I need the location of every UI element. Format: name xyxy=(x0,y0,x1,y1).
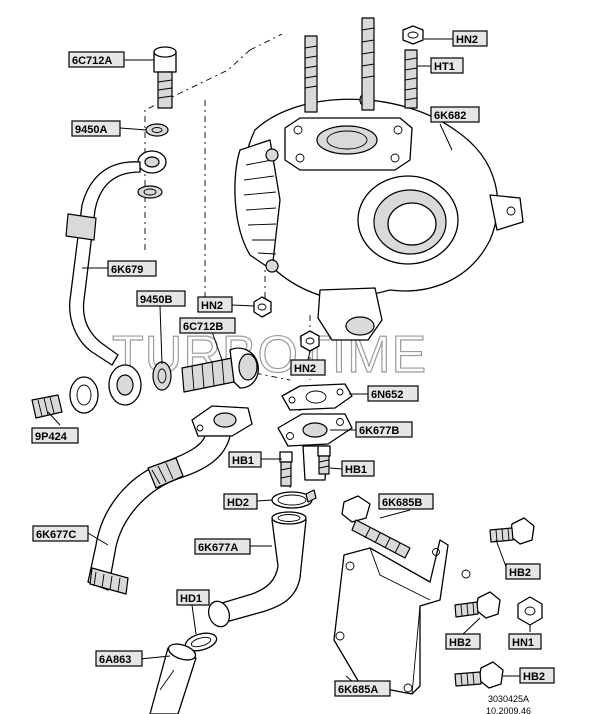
callout-hn2-left: HN2 xyxy=(197,296,233,313)
bracket-6k685a xyxy=(333,539,471,695)
callout-6k685b: 6K685B xyxy=(378,493,434,510)
svg-text:6K677C: 6K677C xyxy=(36,529,76,541)
hose-6k677c xyxy=(87,405,253,595)
nut-hn1 xyxy=(517,596,543,626)
bolt-hb1-right xyxy=(317,445,331,475)
callout-6k679: 6K679 xyxy=(107,260,157,277)
svg-text:9450A: 9450A xyxy=(75,124,107,136)
gasket-6n652 xyxy=(281,383,353,411)
nut-hn2-top xyxy=(402,25,424,45)
drawing-date: 10.2009.46 xyxy=(486,706,531,714)
washer-9450b xyxy=(152,361,172,391)
svg-text:HN2: HN2 xyxy=(456,34,478,46)
bolt-hb2-top xyxy=(489,517,535,545)
svg-text:HT1: HT1 xyxy=(434,61,455,73)
bolt-6k685b xyxy=(341,495,411,559)
callout-hn2-mid: HN2 xyxy=(290,359,326,376)
turbo-studs xyxy=(304,17,375,113)
callout-6k682: 6K682 xyxy=(430,106,480,123)
callout-hb1-left: HB1 xyxy=(228,451,262,468)
svg-text:HB2: HB2 xyxy=(509,567,531,579)
callout-6n652: 6N652 xyxy=(367,385,419,402)
callout-hn2-top: HN2 xyxy=(452,30,488,47)
svg-text:HB1: HB1 xyxy=(345,464,367,476)
washer-9450a xyxy=(145,123,169,137)
nut-hn2-mid xyxy=(300,330,320,352)
svg-text:6A863: 6A863 xyxy=(99,654,131,666)
svg-text:6K685B: 6K685B xyxy=(382,497,422,509)
bolt-hb2-bottom xyxy=(454,661,504,689)
callout-9p424: 9P424 xyxy=(31,427,79,444)
callout-hn1: HN1 xyxy=(508,633,542,650)
callout-hb2-mid: HB2 xyxy=(445,633,481,650)
turbocharger-6k682 xyxy=(234,92,524,341)
callout-6a863: 6A863 xyxy=(95,650,143,667)
svg-text:6K677B: 6K677B xyxy=(359,425,399,437)
svg-text:HN2: HN2 xyxy=(294,363,316,375)
drawing-number: 3030425A xyxy=(488,694,529,704)
callout-hd2: HD2 xyxy=(223,493,258,510)
svg-text:HN1: HN1 xyxy=(512,637,534,649)
callout-9450b: 9450B xyxy=(136,290,186,307)
callout-6k677b: 6K677B xyxy=(355,421,413,438)
svg-text:9450B: 9450B xyxy=(140,294,172,306)
stud-ht1 xyxy=(404,49,418,109)
svg-text:6N652: 6N652 xyxy=(371,389,403,401)
washer-lower-9450a xyxy=(137,185,163,199)
bolt-hb1-left xyxy=(279,451,293,487)
pipe-6a863 xyxy=(149,643,197,714)
svg-text:HD1: HD1 xyxy=(180,593,202,605)
svg-text:HB1: HB1 xyxy=(232,455,254,467)
filter-9p424 xyxy=(31,376,99,419)
banjo-bolt-6c712b xyxy=(181,347,259,393)
svg-text:HB2: HB2 xyxy=(523,671,545,683)
banjo-bolt-6c712a xyxy=(153,46,177,109)
oil-pipe-6k679 xyxy=(65,150,167,406)
callout-6k677a: 6K677A xyxy=(194,538,251,555)
callout-ht1: HT1 xyxy=(430,57,464,74)
callout-hd1: HD1 xyxy=(176,589,210,606)
callout-6k677c: 6K677C xyxy=(32,525,89,542)
svg-text:6K685A: 6K685A xyxy=(338,684,378,696)
svg-text:HD2: HD2 xyxy=(227,497,249,509)
callout-6c712b: 6C712B xyxy=(179,317,236,334)
svg-text:HN2: HN2 xyxy=(201,300,223,312)
callout-6k685a: 6K685A xyxy=(334,680,391,697)
nut-hn2-left xyxy=(253,296,272,318)
svg-text:HB2: HB2 xyxy=(449,637,471,649)
svg-text:6C712B: 6C712B xyxy=(183,321,223,333)
callout-6c712a-top: 6C712A xyxy=(68,51,125,68)
bolt-hb2-mid xyxy=(454,591,501,619)
svg-text:6K679: 6K679 xyxy=(111,264,143,276)
callout-hb2-top: HB2 xyxy=(505,563,541,580)
clip-hd1 xyxy=(184,632,218,652)
hose-6k677a xyxy=(207,511,307,628)
svg-text:9P424: 9P424 xyxy=(35,431,68,443)
callout-hb1-right: HB1 xyxy=(341,460,375,477)
callout-hb2-bottom: HB2 xyxy=(519,667,555,684)
callout-9450a: 9450A xyxy=(71,120,121,137)
svg-text:6K682: 6K682 xyxy=(434,110,466,122)
clip-hd2 xyxy=(271,489,317,509)
svg-text:6K677A: 6K677A xyxy=(198,542,238,554)
svg-text:6C712A: 6C712A xyxy=(72,55,112,67)
